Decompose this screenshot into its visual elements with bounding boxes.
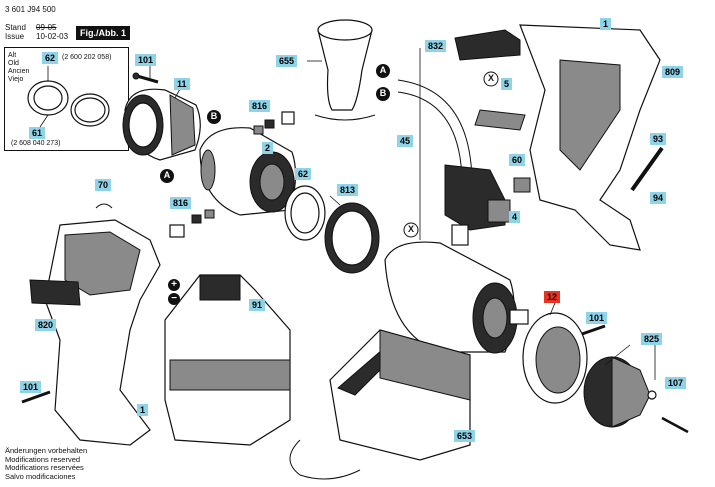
marker-x-top-icon: [483, 71, 499, 87]
marker-x-mid: X: [407, 224, 414, 234]
charger-icon: [289, 329, 471, 480]
callout-816-top[interactable]: 816: [249, 100, 271, 112]
screw-101-bottom-icon: [21, 390, 51, 404]
callout-653[interactable]: 653: [454, 430, 476, 442]
legend-ancien: Ancien: [8, 68, 30, 75]
legend-old-code: (2 600 202 058): [62, 54, 112, 61]
marker-minus: −: [171, 293, 177, 304]
marker-b-left-icon: [207, 110, 221, 124]
grip-sleeve-icon: [314, 19, 376, 121]
callout-4[interactable]: 4: [509, 211, 521, 223]
callout-825[interactable]: 825: [641, 333, 663, 345]
notice-fr: Modifications reservées: [5, 463, 84, 473]
callout-94[interactable]: 94: [650, 192, 667, 204]
screw-101-right-icon: [581, 324, 606, 336]
wire-harness-icon: [397, 79, 473, 181]
marker-plus: +: [171, 279, 177, 290]
callout-60[interactable]: 60: [509, 154, 526, 166]
stand-value: 09-05: [36, 23, 57, 32]
figure-label: Fig./Abb. 1: [76, 26, 130, 40]
gear-housing-icon: [122, 88, 201, 161]
callout-45[interactable]: 45: [397, 135, 414, 147]
callout-101-bottom[interactable]: 101: [20, 381, 42, 393]
callout-809[interactable]: 809: [662, 66, 684, 78]
marker-x-top: X: [487, 73, 494, 83]
housing-shell-left-icon: [44, 219, 161, 446]
marker-a-right: A: [379, 65, 387, 75]
marker-a-right-icon: [376, 64, 390, 78]
marker-b-right: B: [379, 88, 387, 98]
marker-plus-icon: [168, 279, 180, 291]
marker-b-left: B: [210, 111, 218, 121]
callout-107[interactable]: 107: [665, 377, 687, 389]
callout-93[interactable]: 93: [650, 133, 667, 145]
stand-label: Stand: [5, 23, 26, 32]
contact-plate-icon: [474, 109, 526, 131]
callout-5[interactable]: 5: [501, 78, 513, 90]
legend-new-code: (2 608 040 273): [11, 140, 61, 147]
callout-91[interactable]: 91: [249, 299, 266, 311]
modifications-notice: Änderungen vorbehalten Modifications res…: [5, 446, 88, 481]
drill-chuck-icon: [583, 356, 657, 428]
callout-11[interactable]: 11: [174, 78, 190, 90]
brush-parts-top-icon: [253, 111, 295, 135]
callout-101-right[interactable]: 101: [586, 312, 608, 324]
callout-1-bottom[interactable]: 1: [137, 404, 149, 416]
screw-101-top-icon: [132, 72, 159, 84]
notice-es: Salvo modificaciones: [5, 471, 76, 481]
callout-816-bottom[interactable]: 816: [170, 197, 192, 209]
brush-parts-bottom-icon: [169, 209, 215, 238]
callout-820[interactable]: 820: [35, 319, 57, 331]
motor-icon: [199, 127, 297, 216]
cover-plate-832-icon: [454, 29, 521, 61]
callout-70[interactable]: 70: [95, 179, 112, 191]
notice-en: Modifications reserved: [5, 454, 81, 464]
marker-minus-icon: [168, 293, 180, 305]
ring-62-icon: [284, 185, 326, 241]
screw-107-icon: [661, 416, 689, 434]
legend-ring-old-icon: [27, 80, 69, 116]
callout-12[interactable]: 12: [544, 291, 561, 303]
housing-shell-right-icon: [519, 24, 661, 251]
notice-de: Änderungen vorbehalten: [5, 446, 88, 455]
callout-832[interactable]: 832: [425, 40, 447, 52]
ring-gear-813-icon: [324, 202, 380, 274]
callout-1-top[interactable]: 1: [600, 18, 612, 30]
callout-655[interactable]: 655: [276, 55, 298, 67]
switch-module-icon: [444, 164, 511, 246]
callout-813[interactable]: 813: [337, 184, 359, 196]
clip-70-icon: [95, 203, 113, 209]
front-cover-icon: [522, 312, 588, 404]
marker-a-left: A: [163, 170, 171, 180]
battery-pack-icon: [164, 274, 291, 446]
issue-value: 10-02-03: [36, 32, 69, 41]
part-60-icon: [513, 177, 531, 193]
legend-viejo: Viejo: [8, 76, 24, 83]
callout-61-new[interactable]: 61: [29, 127, 46, 139]
legend-ring-new-icon: [70, 93, 110, 127]
legend-alt: Alt: [8, 52, 17, 59]
old-new-legend: [4, 47, 129, 151]
legend-old: Old: [8, 60, 19, 67]
screwdriver-bit-icon: [630, 146, 664, 192]
callout-62-old[interactable]: 62: [42, 52, 59, 64]
callout-2[interactable]: 2: [262, 142, 274, 154]
issue-label: Issue: [5, 32, 25, 41]
marker-a-left-icon: [160, 169, 174, 183]
marker-x-mid-icon: [403, 222, 419, 238]
gearbox-body-icon: [384, 241, 529, 354]
callout-62[interactable]: 62: [295, 168, 312, 180]
document-number: 3 601 J94 500: [5, 5, 56, 14]
label-plate-820-icon: [29, 279, 81, 306]
callout-101-top[interactable]: 101: [135, 54, 157, 66]
marker-b-right-icon: [376, 87, 390, 101]
